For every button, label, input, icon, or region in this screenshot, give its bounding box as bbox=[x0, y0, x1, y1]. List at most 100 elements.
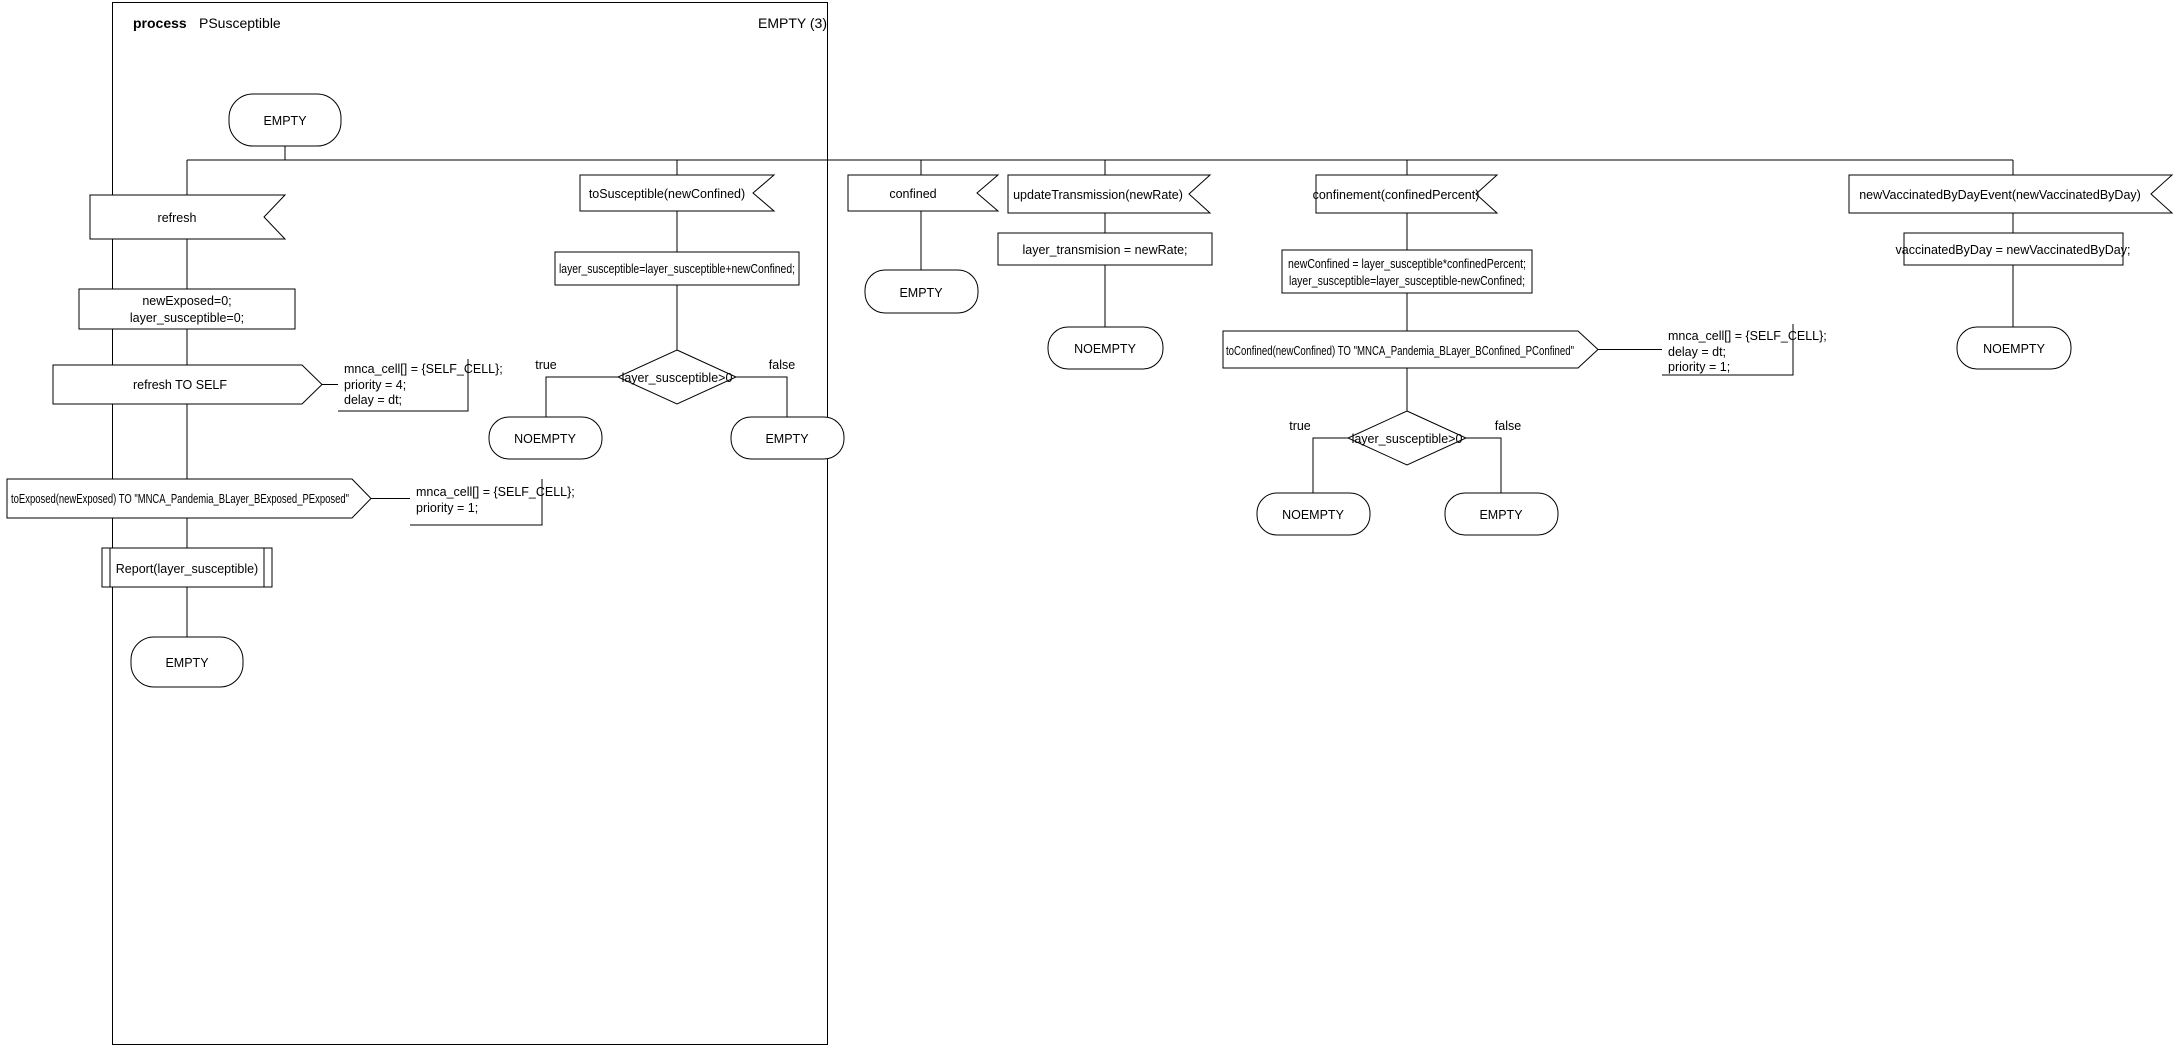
input-signal-label: toSusceptible(newConfined) bbox=[589, 187, 745, 201]
add-confined-task[interactable]: layer_susceptible=layer_susceptible+newC… bbox=[554, 251, 800, 286]
output-signal-shape bbox=[52, 364, 323, 405]
input-signal-shape bbox=[89, 194, 287, 240]
state-label: NOEMPTY bbox=[514, 432, 576, 446]
task-line: layer_transmision = newRate; bbox=[1022, 243, 1187, 257]
decision-false-branch-line bbox=[736, 376, 788, 417]
confined-input[interactable]: confined bbox=[847, 174, 1000, 212]
comment-line: delay = dt; bbox=[344, 393, 402, 407]
procedure-shape bbox=[101, 547, 273, 588]
true-label: true bbox=[1289, 419, 1311, 433]
input-signal-shape bbox=[1848, 174, 2174, 214]
input-signal-label: refresh bbox=[158, 211, 197, 225]
input-signal-label: newVaccinatedByDayEvent(newVaccinatedByD… bbox=[1859, 188, 2141, 202]
tosusceptible-decision[interactable]: layer_susceptible>0 true false bbox=[535, 349, 795, 405]
confined-end-state[interactable]: EMPTY bbox=[864, 269, 979, 314]
state-label: EMPTY bbox=[899, 286, 943, 300]
state-label: EMPTY bbox=[765, 432, 809, 446]
task-line: newConfined = layer_susceptible*confined… bbox=[1288, 257, 1526, 271]
decision-label: layer_susceptible>0 bbox=[1352, 432, 1463, 446]
comment-line: mnca_cell[] = {SELF_CELL}; bbox=[344, 362, 503, 376]
output-signal-shape bbox=[1222, 330, 1599, 369]
connectors bbox=[186, 146, 2014, 637]
updatetransmission-end-state[interactable]: NOEMPTY bbox=[1047, 326, 1164, 370]
confine-task[interactable]: newConfined = layer_susceptible*confined… bbox=[1281, 249, 1533, 294]
to-exposed-comment[interactable]: mnca_cell[] = {SELF_CELL}; priority = 1; bbox=[410, 479, 575, 526]
tosusceptible-false-state[interactable]: EMPTY bbox=[730, 416, 845, 460]
main-end-state[interactable]: EMPTY bbox=[130, 636, 244, 688]
refresh-to-self-output[interactable]: refresh TO SELF bbox=[52, 364, 323, 405]
task-shape bbox=[1903, 232, 2124, 266]
refresh-comment[interactable]: mnca_cell[] = {SELF_CELL}; priority = 4;… bbox=[338, 359, 503, 412]
input-signal-label: confined bbox=[889, 187, 936, 201]
input-signal-shape bbox=[1007, 174, 1212, 214]
process-name-label: PSusceptible bbox=[199, 15, 281, 31]
state-shape bbox=[488, 416, 603, 460]
refresh-input[interactable]: refresh bbox=[89, 194, 287, 240]
state-shape bbox=[130, 636, 244, 688]
confinement-decision[interactable]: layer_susceptible>0 true false bbox=[1289, 410, 1521, 466]
input-signal-shape bbox=[579, 174, 776, 212]
init-task[interactable]: newExposed=0; layer_susceptible=0; bbox=[78, 288, 296, 330]
to-exposed-output[interactable]: toExposed(newExposed) TO "MNCA_Pandemia_… bbox=[6, 478, 372, 519]
to-confined-comment[interactable]: mnca_cell[] = {SELF_CELL}; delay = dt; p… bbox=[1662, 324, 1827, 376]
comment-line: priority = 1; bbox=[1668, 360, 1730, 374]
set-vaccinated-task[interactable]: vaccinatedByDay = newVaccinatedByDay; bbox=[1896, 232, 2131, 266]
task-line: newExposed=0; bbox=[142, 294, 231, 308]
confinement-false-state[interactable]: EMPTY bbox=[1444, 492, 1559, 536]
tosusceptible-true-state[interactable]: NOEMPTY bbox=[488, 416, 603, 460]
state-label: EMPTY bbox=[165, 656, 209, 670]
state-shape bbox=[1444, 492, 1559, 536]
state-shape bbox=[1047, 326, 1164, 370]
comment-line: mnca_cell[] = {SELF_CELL}; bbox=[416, 485, 575, 499]
state-shape bbox=[730, 416, 845, 460]
process-state-info-label: EMPTY (3) bbox=[758, 15, 827, 31]
true-label: true bbox=[535, 358, 557, 372]
output-signal-label: toExposed(newExposed) TO "MNCA_Pandemia_… bbox=[11, 492, 349, 506]
comment-bracket bbox=[338, 359, 469, 412]
confinement-true-state[interactable]: NOEMPTY bbox=[1256, 492, 1371, 536]
state-shape bbox=[1256, 492, 1371, 536]
to-confined-output[interactable]: toConfined(newConfined) TO "MNCA_Pandemi… bbox=[1222, 330, 1599, 369]
procedure-label: Report(layer_susceptible) bbox=[116, 562, 258, 576]
decision-false-branch-line bbox=[1466, 437, 1502, 493]
start-state[interactable]: EMPTY bbox=[228, 93, 342, 147]
input-signal-shape bbox=[1315, 174, 1499, 214]
decision-shape bbox=[1346, 410, 1468, 466]
comment-line: priority = 4; bbox=[344, 378, 406, 392]
process-frame-border bbox=[112, 2, 828, 1045]
false-label: false bbox=[1495, 419, 1521, 433]
comment-bracket bbox=[410, 479, 543, 526]
false-label: false bbox=[769, 358, 795, 372]
output-signal-label: toConfined(newConfined) TO "MNCA_Pandemi… bbox=[1226, 344, 1574, 358]
report-procedure[interactable]: Report(layer_susceptible) bbox=[101, 547, 273, 588]
newvaccinated-end-state[interactable]: NOEMPTY bbox=[1956, 326, 2072, 370]
task-shape bbox=[78, 288, 296, 330]
task-line: vaccinatedByDay = newVaccinatedByDay; bbox=[1896, 243, 2131, 257]
task-line: layer_susceptible=0; bbox=[130, 311, 244, 325]
comment-line: priority = 1; bbox=[416, 501, 478, 515]
process-kind-label: process bbox=[133, 15, 187, 31]
input-signal-shape bbox=[847, 174, 1000, 212]
task-shape bbox=[997, 232, 1213, 266]
comment-line: delay = dt; bbox=[1668, 345, 1726, 359]
updatetransmission-input[interactable]: updateTransmission(newRate) bbox=[1007, 174, 1212, 214]
decision-label: layer_susceptible>0 bbox=[622, 371, 733, 385]
task-shape bbox=[1281, 249, 1533, 294]
task-line: layer_susceptible=layer_susceptible-newC… bbox=[1289, 274, 1525, 288]
tosusceptible-input[interactable]: toSusceptible(newConfined) bbox=[579, 174, 776, 212]
comment-bracket bbox=[1662, 324, 1794, 376]
state-shape bbox=[864, 269, 979, 314]
state-label: NOEMPTY bbox=[1282, 508, 1344, 522]
set-transmission-task[interactable]: layer_transmision = newRate; bbox=[997, 232, 1213, 266]
task-line: layer_susceptible=layer_susceptible+newC… bbox=[559, 262, 795, 276]
decision-shape bbox=[616, 349, 738, 405]
state-label: EMPTY bbox=[263, 114, 307, 128]
confinement-input[interactable]: confinement(confinedPercent) bbox=[1313, 174, 1499, 214]
input-signal-label: updateTransmission(newRate) bbox=[1013, 188, 1183, 202]
newvaccinated-input[interactable]: newVaccinatedByDayEvent(newVaccinatedByD… bbox=[1848, 174, 2174, 214]
process-frame: process PSusceptible EMPTY (3) bbox=[112, 2, 828, 1045]
state-shape bbox=[228, 93, 342, 147]
state-label: EMPTY bbox=[1479, 508, 1523, 522]
